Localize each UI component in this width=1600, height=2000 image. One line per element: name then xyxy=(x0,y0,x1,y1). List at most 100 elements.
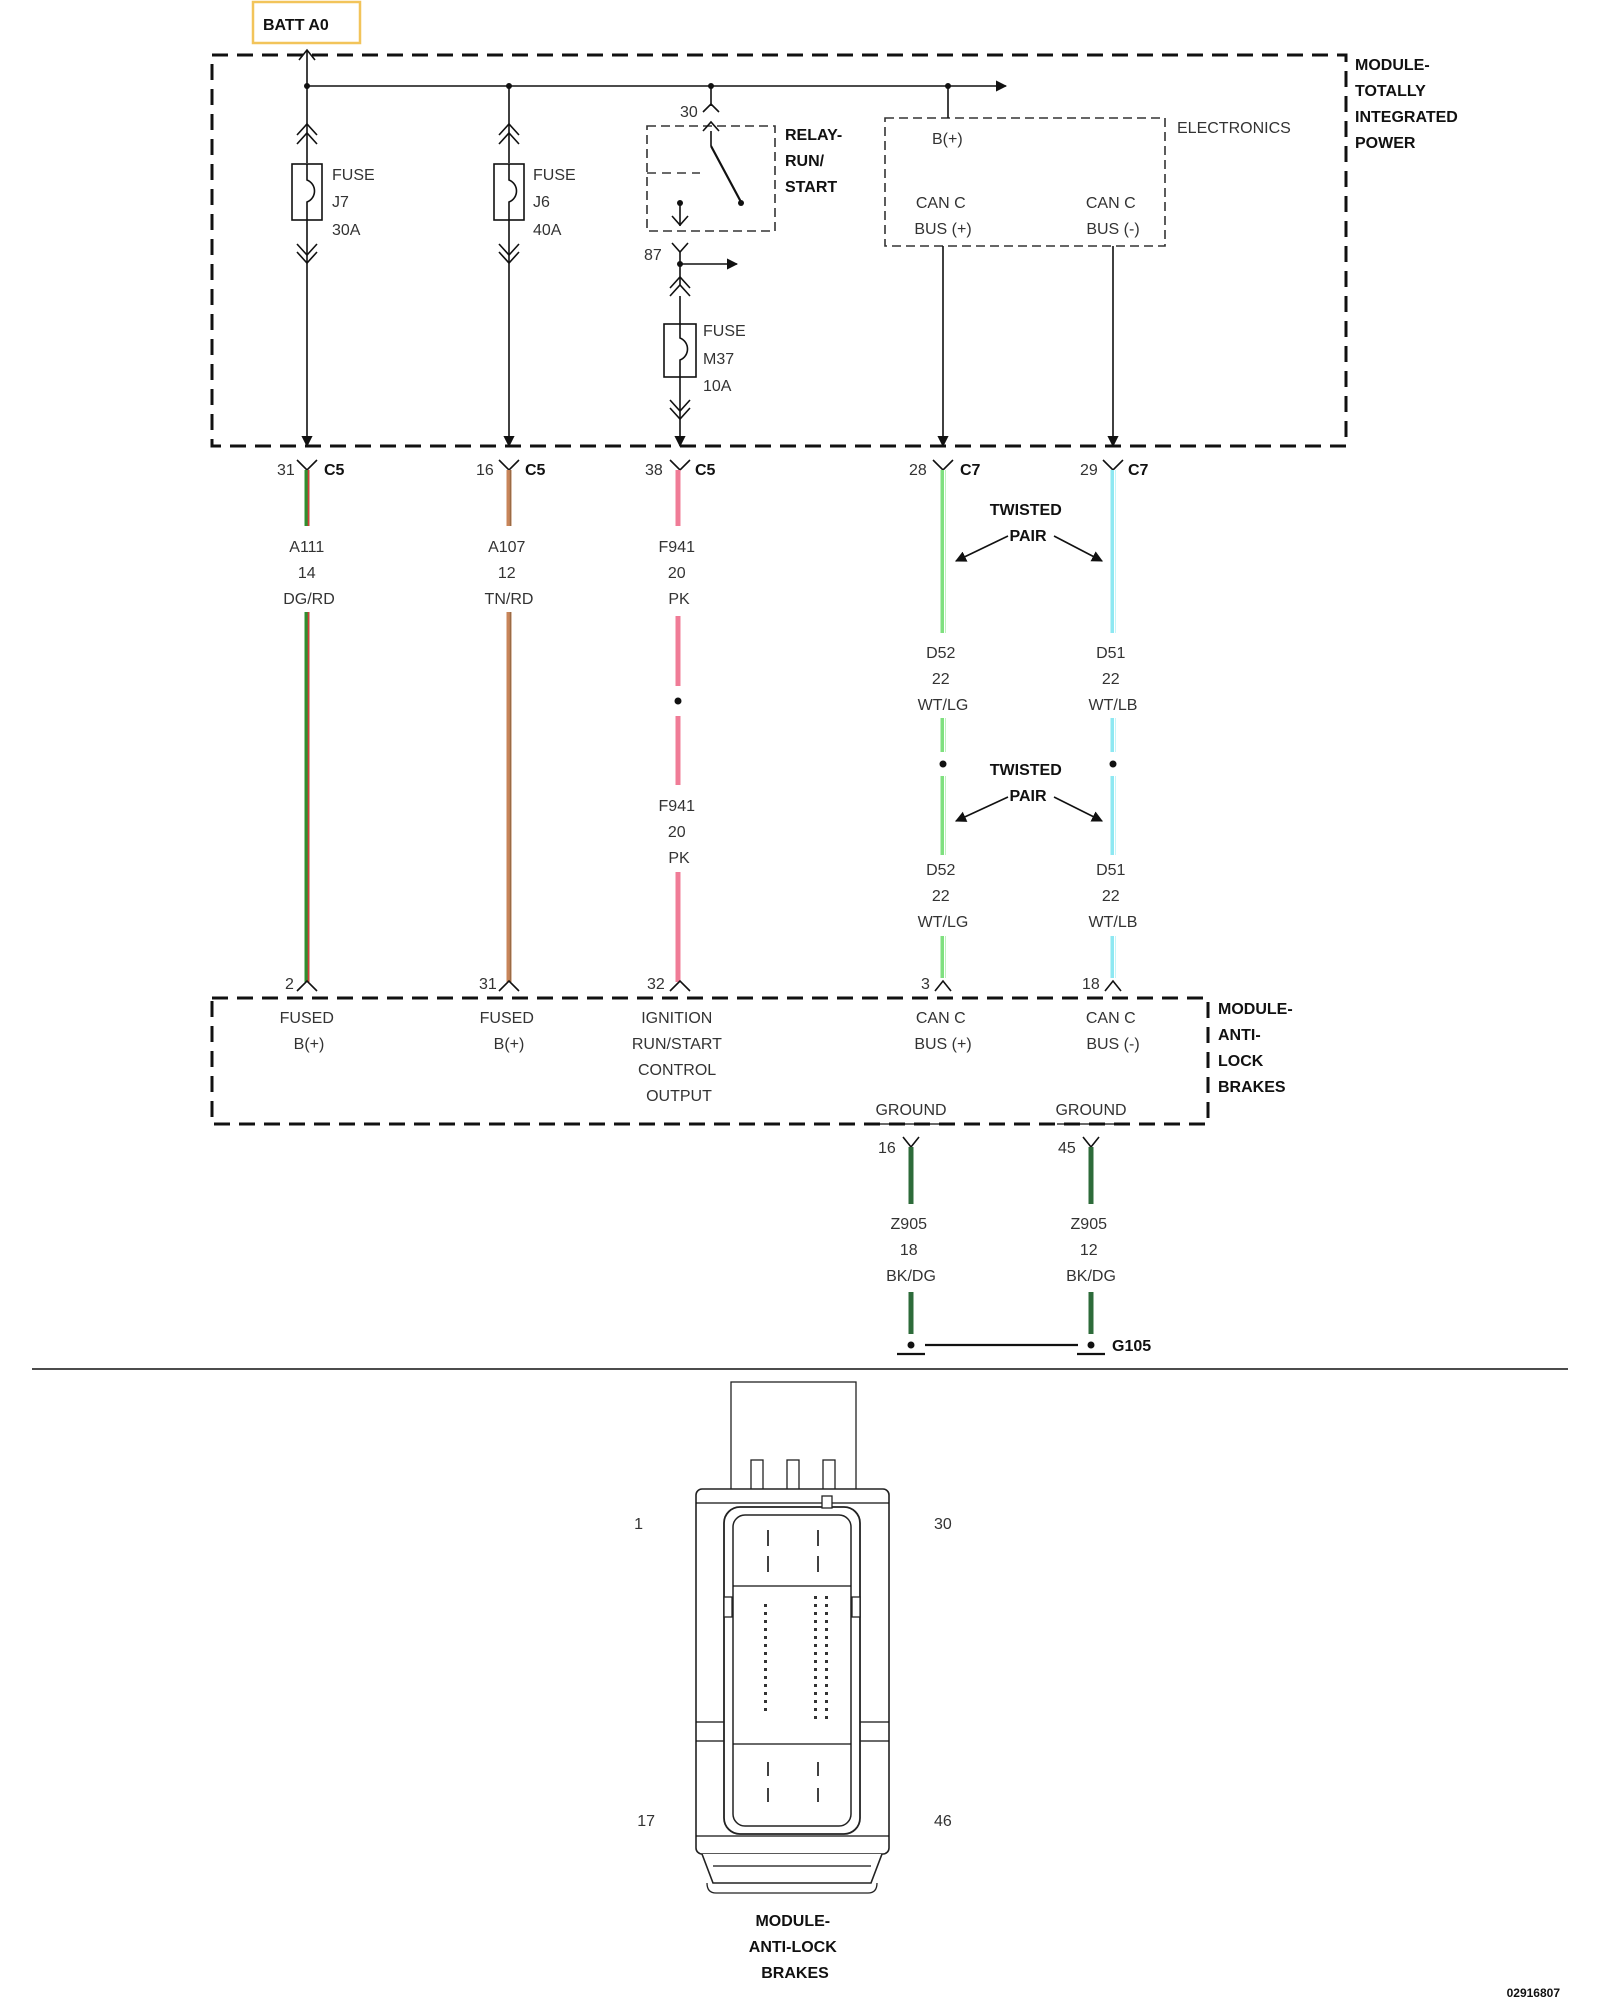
abs-ground-label-1: GROUND xyxy=(875,1102,946,1119)
abs-pin-18: 18 xyxy=(1082,976,1122,993)
connector-pin-hole xyxy=(764,1668,767,1671)
svg-text:38: 38 xyxy=(645,462,663,479)
connector-pin-hole xyxy=(764,1692,767,1695)
connector-c5-16: 16 C5 xyxy=(476,459,546,479)
wire-d51 xyxy=(1109,470,1117,978)
connector-pin-hole xyxy=(764,1628,767,1631)
connector-pin-hole xyxy=(814,1692,817,1695)
connector-pin-hole xyxy=(825,1652,828,1655)
relay-pin-87: 87 xyxy=(644,247,662,264)
svg-text:C5: C5 xyxy=(525,462,546,479)
wire-z905-18-label: Z905 18 BK/DG xyxy=(886,1216,936,1285)
twisted-pair-label-2: TWISTED PAIR xyxy=(990,762,1066,805)
electronics-label: ELECTRONICS xyxy=(1177,120,1291,137)
abs-fused-bplus-1: FUSED B(+) xyxy=(280,1010,339,1053)
connector-pin-hole xyxy=(764,1636,767,1639)
connector-pin-hole xyxy=(764,1612,767,1615)
svg-text:45: 45 xyxy=(1058,1140,1076,1157)
connector-pin-30: 30 xyxy=(934,1516,952,1533)
connector-pin-hole xyxy=(764,1700,767,1703)
abs-can-neg-label: CAN C BUS (-) xyxy=(1086,1010,1140,1053)
connector-pin-hole xyxy=(764,1652,767,1655)
svg-text:32: 32 xyxy=(647,976,665,993)
connector-c7-29: 29 C7 xyxy=(1080,459,1149,479)
tipm-module-box xyxy=(210,53,1348,448)
svg-text:18: 18 xyxy=(1082,976,1100,993)
tipm-can-pos-label: CAN C BUS (+) xyxy=(914,195,971,238)
fuse-j7 xyxy=(291,86,323,448)
electronics-bplus: B(+) xyxy=(932,131,963,148)
connector-pin-hole xyxy=(825,1684,828,1687)
connector-pin-hole xyxy=(814,1596,817,1599)
connector-pin-hole xyxy=(825,1644,828,1647)
connector-pin-hole xyxy=(825,1708,828,1711)
connector-pin-hole xyxy=(764,1620,767,1623)
connector-pin-hole xyxy=(825,1628,828,1631)
connector-pin-hole xyxy=(814,1700,817,1703)
batt-label: BATT A0 xyxy=(263,17,329,34)
abs-pin-31: 31 xyxy=(479,976,520,993)
svg-text:16: 16 xyxy=(476,462,494,479)
connector-pin-hole xyxy=(825,1692,828,1695)
svg-text:28: 28 xyxy=(909,462,927,479)
connector-pin-hole xyxy=(814,1628,817,1631)
fuse-m37-label: FUSE M37 10A xyxy=(703,323,750,395)
connector-pin-hole xyxy=(825,1700,828,1703)
relay-run-start xyxy=(646,86,776,448)
abs-can-pos-label: CAN C BUS (+) xyxy=(914,1010,971,1053)
connector-pin-hole xyxy=(825,1660,828,1663)
connector-pin-hole xyxy=(764,1708,767,1711)
wire-d51-label-top: D51 22 WT/LB xyxy=(1089,645,1138,714)
electronics-box xyxy=(884,117,1166,247)
connector-pin-hole xyxy=(825,1612,828,1615)
svg-text:31: 31 xyxy=(277,462,295,479)
connector-pin-hole xyxy=(764,1676,767,1679)
abs-pin-32: 32 xyxy=(647,976,691,993)
wire-f941 xyxy=(674,470,682,982)
svg-text:C7: C7 xyxy=(960,462,981,479)
connector-pin-hole xyxy=(814,1652,817,1655)
abs-connector-drawing xyxy=(695,1381,890,1894)
svg-text:31: 31 xyxy=(479,976,497,993)
twisted-pair-arrow-right xyxy=(1053,796,1104,822)
tipm-can-neg-label: CAN C BUS (-) xyxy=(1086,195,1140,238)
twisted-pair-arrow-left xyxy=(954,796,1009,822)
abs-title: MODULE- ANTI- LOCK BRAKES xyxy=(1218,1001,1297,1096)
wire-a111 xyxy=(304,470,310,982)
connector-pin-hole xyxy=(825,1636,828,1639)
connector-pin-hole xyxy=(814,1612,817,1615)
abs-module-box xyxy=(210,996,1210,1126)
connector-pin-hole xyxy=(814,1620,817,1623)
connector-pin-17: 17 xyxy=(637,1813,655,1830)
connector-pin-hole xyxy=(764,1604,767,1607)
svg-text:16: 16 xyxy=(878,1140,896,1157)
connector-pin-hole xyxy=(814,1716,817,1719)
connector-pin-hole xyxy=(814,1676,817,1679)
svg-text:C5: C5 xyxy=(695,462,716,479)
abs-ground-label-2: GROUND xyxy=(1055,1102,1126,1119)
svg-text:29: 29 xyxy=(1080,462,1098,479)
wire-d52-label-top: D52 22 WT/LG xyxy=(918,645,969,714)
connector-pin-hole xyxy=(814,1684,817,1687)
connector-pin-hole xyxy=(825,1668,828,1671)
twisted-pair-arrow-left xyxy=(954,535,1009,562)
connector-pin-hole xyxy=(814,1660,817,1663)
svg-text:C5: C5 xyxy=(324,462,345,479)
abs-ignition-label: IGNITION RUN/START CONTROL OUTPUT xyxy=(632,1010,726,1105)
connector-pin-hole xyxy=(814,1604,817,1607)
connector-pin-hole xyxy=(814,1668,817,1671)
connector-c5-38: 38 C5 xyxy=(645,459,716,479)
wire-d51-label-bottom: D51 22 WT/LB xyxy=(1089,862,1138,931)
wire-z905-12-label: Z905 12 BK/DG xyxy=(1066,1216,1116,1285)
connector-c7-28: 28 C7 xyxy=(909,459,981,479)
abs-pin-3: 3 xyxy=(921,976,952,993)
connector-pin-hole xyxy=(825,1620,828,1623)
batt-badge xyxy=(251,0,362,45)
figure-id: 02916807 xyxy=(1507,1986,1561,2000)
wire-a107-label: A107 12 TN/RD xyxy=(485,539,534,608)
abs-fused-bplus-2: FUSED B(+) xyxy=(480,1010,539,1053)
connector-pin-46: 46 xyxy=(934,1813,952,1830)
wire-d52 xyxy=(939,470,947,978)
connector-view-title: MODULE- ANTI-LOCK BRAKES xyxy=(749,1913,841,1982)
